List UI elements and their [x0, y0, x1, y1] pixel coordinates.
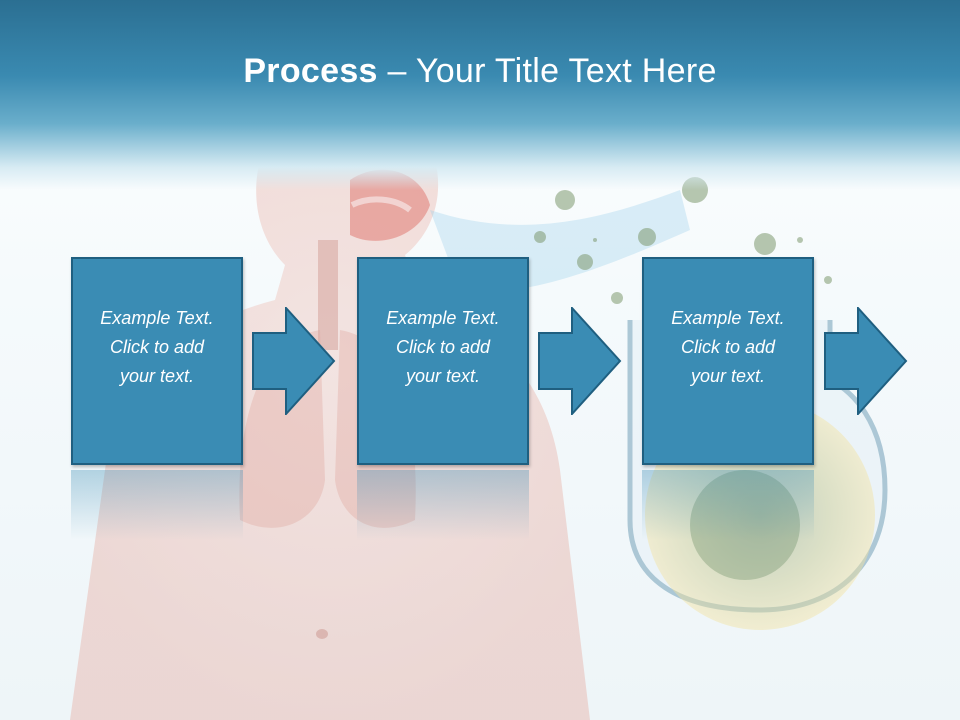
- page-title: Process – Your Title Text Here: [0, 52, 960, 91]
- header-band: [0, 0, 960, 190]
- step-text-line: Click to add: [395, 336, 491, 357]
- step-reflection: [71, 470, 243, 540]
- step-text[interactable]: Example Text. Click to add your text.: [368, 304, 518, 391]
- step-reflection: [642, 470, 814, 540]
- step-text[interactable]: Example Text. Click to add your text.: [653, 304, 803, 391]
- step-text-line: Example Text.: [100, 307, 214, 328]
- process-step-3[interactable]: Example Text. Click to add your text.: [642, 257, 814, 465]
- step-text-line: your text.: [690, 365, 766, 386]
- arrow-right-icon: [538, 307, 622, 415]
- step-text-line: your text.: [405, 365, 481, 386]
- step-text-line: Click to add: [109, 336, 205, 357]
- title-bold: Process: [243, 52, 378, 90]
- step-text-line: Example Text.: [386, 307, 500, 328]
- arrow-right-icon: [824, 307, 908, 415]
- step-text-line: Example Text.: [671, 307, 785, 328]
- step-text-line: your text.: [119, 365, 195, 386]
- process-step-1[interactable]: Example Text. Click to add your text.: [71, 257, 243, 465]
- title-rest: – Your Title Text Here: [377, 52, 717, 90]
- step-text-line: Click to add: [680, 336, 776, 357]
- arrow-right-icon: [252, 307, 336, 415]
- step-reflection: [357, 470, 529, 540]
- step-text[interactable]: Example Text. Click to add your text.: [82, 304, 232, 391]
- process-step-2[interactable]: Example Text. Click to add your text.: [357, 257, 529, 465]
